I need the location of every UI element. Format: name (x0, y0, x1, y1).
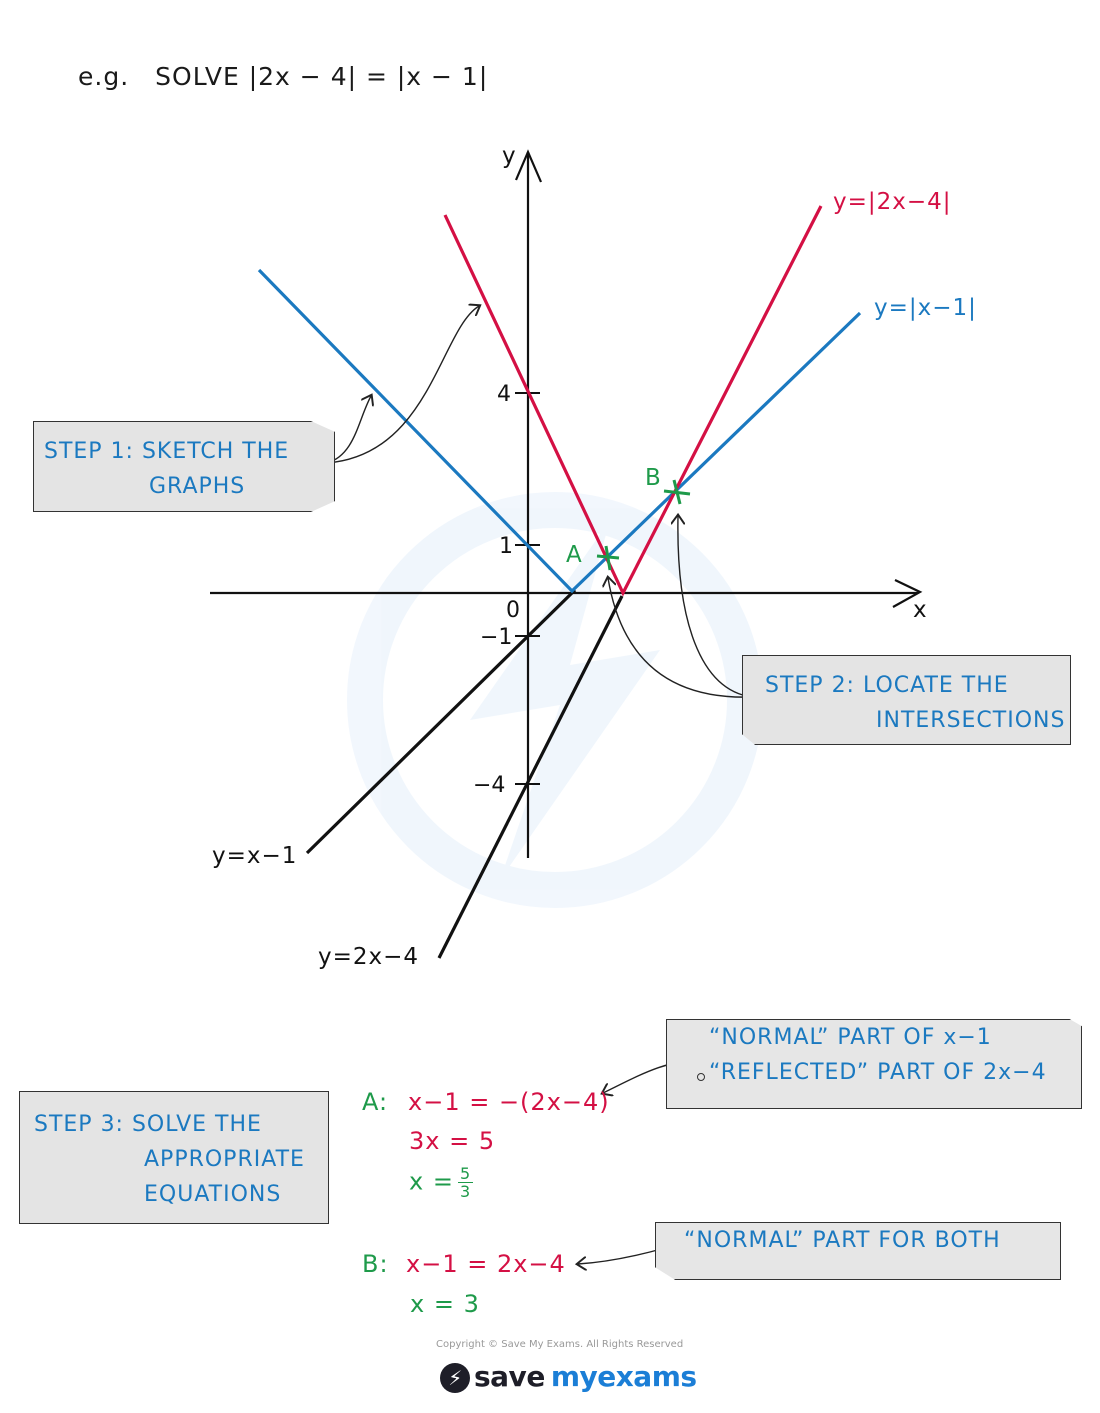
fraction-numerator: 5 (457, 1164, 474, 1183)
curve-abs-2x-minus-4 (443, 205, 823, 597)
work-b-label: B: (362, 1250, 389, 1278)
tick-label-minus4: −4 (473, 773, 505, 798)
origin-label: 0 (506, 598, 520, 623)
step1-line2: GRAPHS (149, 474, 246, 499)
fraction-denominator: 3 (459, 1182, 472, 1201)
x-axis-label: x (913, 597, 928, 623)
note-b-arrow (578, 1247, 666, 1264)
tick-label-1: 1 (499, 534, 513, 559)
curve-abs-x-minus-1 (257, 268, 862, 594)
point-b-label: B (645, 465, 662, 491)
bolt-icon: ⚡ (440, 1363, 470, 1393)
point-a-label: A (566, 542, 583, 568)
y-axis-arrow-icon (514, 149, 543, 183)
note-b-line1: “NORMAL” PART FOR BOTH (684, 1228, 1001, 1253)
work-b-eq1: x−1 = 2x−4 (406, 1250, 566, 1278)
label-abs-x-minus-1: y=|x−1| (874, 295, 977, 321)
note-b-box: “NORMAL” PART FOR BOTH (655, 1222, 1061, 1280)
step3-line1: STEP 3: SOLVE THE (34, 1112, 262, 1137)
step2-arrow-to-b (678, 516, 753, 698)
step3-box: STEP 3: SOLVE THE APPROPRIATE EQUATIONS (19, 1091, 329, 1224)
note-a-line2: “REFLECTED” PART OF 2x−4 (667, 1060, 1047, 1085)
title-prefix: e.g. (78, 62, 130, 91)
copyright-text: Copyright © Save My Exams. All Rights Re… (436, 1339, 684, 1350)
label-abs-2x-minus-4: y=|2x−4| (833, 189, 952, 215)
step1-box: STEP 1: SKETCH THE GRAPHS (33, 421, 335, 512)
tick-label-4: 4 (497, 382, 511, 407)
logo-my: my (550, 1360, 598, 1393)
point-a-marker (596, 545, 620, 571)
step2-line2: INTERSECTIONS (876, 708, 1066, 733)
step2-line1: STEP 2: LOCATE THE (765, 673, 1009, 698)
work-a-label: A: (362, 1088, 389, 1116)
label-y-2x-minus-4: y=2x−4 (318, 944, 419, 970)
watermark-logo (347, 492, 763, 908)
note-a-bullet (697, 1073, 705, 1081)
note-a-line2-text: “REFLECTED” PART OF 2x−4 (709, 1060, 1047, 1085)
problem-title: e.g. SOLVE |2x − 4| = |x − 1| (78, 62, 488, 91)
work-a-eq3-prefix: x = (409, 1167, 454, 1196)
note-a-box: “NORMAL” PART OF x−1 “REFLECTED” PART OF… (666, 1019, 1082, 1109)
label-y-x-minus-1: y=x−1 (212, 843, 297, 869)
line-y-x-minus-1 (305, 588, 577, 855)
work-a-eq1: x−1 = −(2x−4) (408, 1088, 610, 1116)
y-axis-label: y (502, 143, 517, 169)
step1-line1: STEP 1: SKETCH THE (44, 439, 290, 464)
title-equation: SOLVE |2x − 4| = |x − 1| (155, 62, 489, 91)
step2-box: STEP 2: LOCATE THE INTERSECTIONS (742, 655, 1071, 745)
step3-line3: EQUATIONS (144, 1182, 282, 1207)
step1-arrow-to-red (326, 306, 479, 464)
step2-arrow-to-a (608, 578, 753, 698)
logo-exams: exams (597, 1360, 697, 1393)
logo-save: save (474, 1360, 545, 1393)
note-a-line1: “NORMAL” PART OF x−1 (709, 1025, 992, 1050)
line-y-2x-minus-4 (437, 595, 624, 959)
work-b-eq2: x = 3 (410, 1290, 480, 1318)
tick-label-minus1: −1 (480, 625, 512, 650)
step3-line2: APPROPRIATE (144, 1147, 305, 1172)
work-a-eq2: 3x = 5 (409, 1127, 496, 1155)
point-b-marker (663, 479, 691, 505)
x-axis-arrow-icon (892, 579, 923, 608)
